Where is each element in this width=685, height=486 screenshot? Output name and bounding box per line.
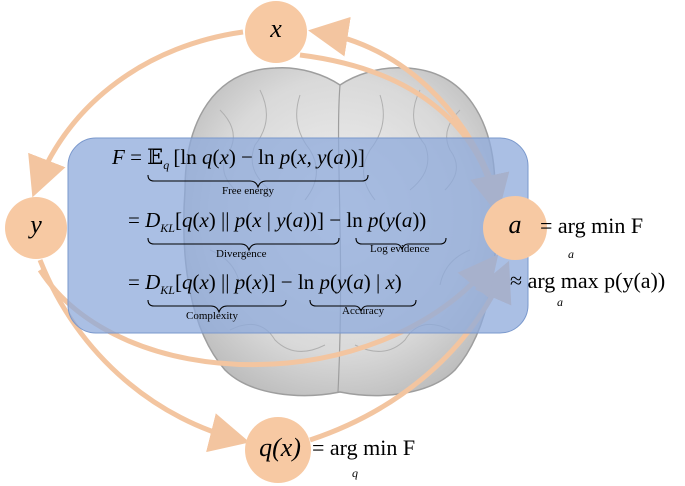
divergence-label: Divergence bbox=[216, 248, 267, 260]
free-energy-label: Free energy bbox=[222, 185, 275, 197]
node-y-label: y bbox=[30, 210, 42, 239]
eq-free-energy: F = 𝔼q [ln q(x) − ln p(x, y(a))] bbox=[112, 145, 365, 172]
log-evidence-label: Log evidence bbox=[370, 243, 430, 255]
eq-complexity: = DKL[q(x) || p(x)] − ln p(y(a) | x) bbox=[128, 270, 402, 297]
node-q-circle bbox=[245, 417, 311, 483]
node-q-label: q(x) bbox=[259, 433, 301, 462]
node-x-label: x bbox=[270, 14, 282, 43]
complexity-label: Complexity bbox=[186, 310, 238, 322]
perception-eq: = arg min F bbox=[312, 435, 416, 460]
action-eq-line2-sub: a bbox=[557, 295, 563, 309]
perception-eq-sub: q bbox=[352, 466, 358, 480]
node-a-circle bbox=[483, 196, 547, 260]
node-y-circle bbox=[5, 197, 67, 259]
node-x-circle bbox=[245, 1, 307, 63]
eq-divergence: = DKL[q(x) || p(x | y(a))] − ln p(y(a)) bbox=[128, 208, 427, 235]
action-eq-line1-sub: a bbox=[568, 247, 574, 261]
arrow-x-to-y bbox=[28, 29, 244, 198]
accuracy-label: Accuracy bbox=[342, 305, 385, 317]
action-eq-line1: = arg min F bbox=[540, 213, 644, 238]
node-a-label: a bbox=[508, 210, 522, 239]
action-eq-line2: ≈ arg max p(y(a)) bbox=[510, 268, 666, 293]
arrow-y-to-q bbox=[37, 259, 250, 453]
underbraces bbox=[147, 174, 447, 314]
